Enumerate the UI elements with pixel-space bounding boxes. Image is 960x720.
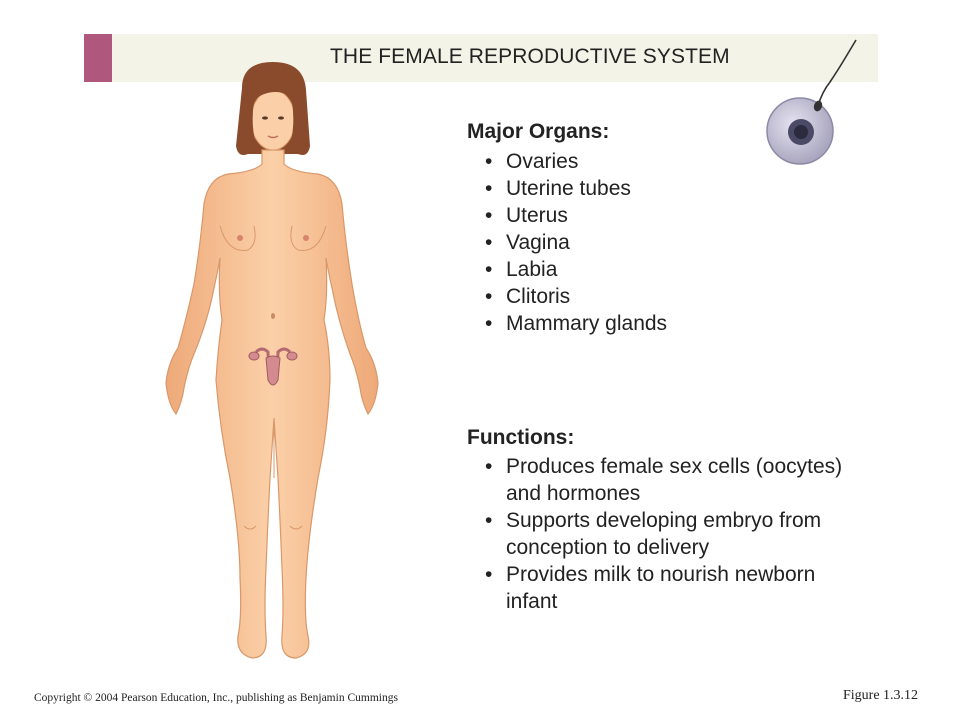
title-accent-bar bbox=[84, 34, 112, 82]
figure-number: Figure 1.3.12 bbox=[843, 688, 919, 703]
major-organs-heading: Major Organs: bbox=[467, 120, 610, 143]
list-item: Vagina bbox=[485, 229, 667, 256]
page-title: THE FEMALE REPRODUCTIVE SYSTEM bbox=[330, 45, 730, 68]
oocyte-with-sperm-icon bbox=[766, 39, 857, 165]
list-item: Ovaries bbox=[485, 148, 667, 175]
list-item: Provides milk to nourish newborn infant bbox=[485, 561, 845, 615]
list-item: Clitoris bbox=[485, 283, 667, 310]
uterus-overlay bbox=[248, 347, 298, 386]
functions-list: Produces female sex cells (oocytes) and … bbox=[485, 453, 845, 615]
copyright-notice: Copyright © 2004 Pearson Education, Inc.… bbox=[34, 692, 398, 704]
functions-heading: Functions: bbox=[467, 426, 575, 449]
list-item: Supports developing embryo from concepti… bbox=[485, 507, 845, 561]
list-item: Uterine tubes bbox=[485, 175, 667, 202]
major-organs-list: Ovaries Uterine tubes Uterus Vagina Labi… bbox=[485, 148, 667, 337]
list-item: Mammary glands bbox=[485, 310, 667, 337]
list-item: Produces female sex cells (oocytes) and … bbox=[485, 453, 845, 507]
list-item: Uterus bbox=[485, 202, 667, 229]
list-item: Labia bbox=[485, 256, 667, 283]
female-body-figure bbox=[165, 62, 379, 659]
title-band bbox=[112, 34, 878, 82]
